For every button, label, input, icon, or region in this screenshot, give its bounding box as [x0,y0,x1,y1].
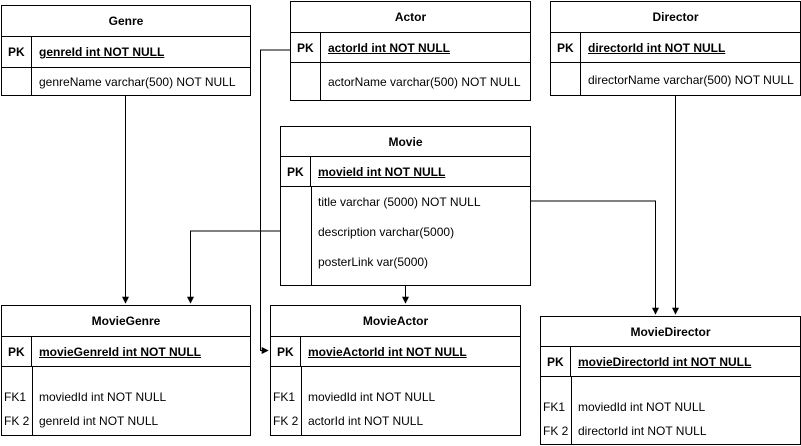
entity-title: Genre [2,6,250,37]
field-row: description varchar(5000) [281,217,530,247]
entity-moviedirector: MovieDirector PK movieDirectorId int NOT… [540,316,801,445]
pk-field: movieId int NOT NULL [318,164,446,179]
entity-moviegenre: MovieGenre PK movieGenreId int NOT NULL … [1,305,251,436]
pk-row: PK movieActorId int NOT NULL [271,337,520,367]
key-column-divider [32,367,33,435]
pk-label: PK [281,157,311,186]
fk-label: FK1 [4,390,27,404]
field: actorName varchar(500) NOT NULL [328,75,521,89]
entity-movie: Movie PK movieId int NOT NULL title varc… [280,126,531,286]
field: moviedId int NOT NULL [578,400,706,414]
field: directorName varchar(500) NOT NULL [588,72,794,87]
pk-label: PK [291,33,321,62]
pk-label: PK [541,347,571,376]
entity-genre: Genre PK genreId int NOT NULL genreName … [1,5,251,96]
fk-label: FK 2 [4,414,30,428]
pk-label: PK [2,37,32,67]
entity-director: Director PK directorId int NOT NULL dire… [550,1,801,96]
fk-label: FK 2 [543,424,569,438]
fk-label: FK1 [273,390,296,404]
pk-row: PK movieId int NOT NULL [281,157,530,187]
pk-field: movieDirectorId int NOT NULL [578,354,752,369]
field-row: posterLink var(5000) [281,247,530,277]
field: moviedId int NOT NULL [39,390,167,404]
entity-title: Actor [291,2,530,33]
field: posterLink var(5000) [318,255,429,269]
field-row: FK 2 genreId int NOT NULL [2,409,250,433]
edge-movie-moviedirector [530,200,659,315]
pk-field: directorId int NOT NULL [588,40,726,55]
pk-row: PK genreId int NOT NULL [2,37,250,68]
field-row: FK1 moviedId int NOT NULL [2,385,250,409]
pk-row: PK movieGenreId int NOT NULL [2,337,250,367]
key-column-divider [571,377,572,444]
pk-row: PK movieDirectorId int NOT NULL [541,347,800,377]
field: directorId int NOT NULL [578,424,707,438]
edge-movie-moviegenre [187,230,280,304]
key-column-divider [311,187,312,285]
edge-actor-movieactor [260,49,290,354]
entity-title: MovieGenre [2,306,250,337]
field-row: title varchar (5000) NOT NULL [281,187,530,217]
pk-label: PK [271,337,301,366]
pk-row: PK actorId int NOT NULL [291,33,530,63]
field-row: FK1 moviedId int NOT NULL [271,385,520,409]
field-row: directorName varchar(500) NOT NULL [551,63,800,96]
fk-label: FK1 [543,400,566,414]
pk-row: PK directorId int NOT NULL [551,33,800,63]
key-cell [551,63,581,96]
entity-title: Director [551,2,800,33]
entity-title: MovieActor [271,306,520,337]
key-column-divider [301,367,302,435]
key-cell [2,68,32,96]
entity-title: Movie [281,127,530,157]
field-row: actorName varchar(500) NOT NULL [291,63,530,101]
field: moviedId int NOT NULL [308,390,436,404]
field: genreName varchar(500) NOT NULL [39,75,236,89]
field: genreId int NOT NULL [39,414,159,428]
entity-movieactor: MovieActor PK movieActorId int NOT NULL … [270,305,521,436]
pk-field: movieActorId int NOT NULL [308,344,467,359]
field-row: FK1 moviedId int NOT NULL [541,395,800,419]
pk-label: PK [551,33,581,62]
pk-field: actorId int NOT NULL [328,40,450,55]
pk-label: PK [2,337,32,366]
entity-title: MovieDirector [541,317,800,347]
pk-field: genreId int NOT NULL [39,45,165,59]
fk-label: FK 2 [273,414,299,428]
field-row: genreName varchar(500) NOT NULL [2,68,250,96]
pk-field: movieGenreId int NOT NULL [39,344,202,359]
field: title varchar (5000) NOT NULL [318,195,481,209]
key-cell [291,63,321,101]
field: description varchar(5000) [318,225,455,239]
entity-actor: Actor PK actorId int NOT NULL actorName … [290,1,531,101]
field: actorId int NOT NULL [308,414,424,428]
field-row: FK 2 actorId int NOT NULL [271,409,520,433]
field-row: FK 2 directorId int NOT NULL [541,419,800,443]
